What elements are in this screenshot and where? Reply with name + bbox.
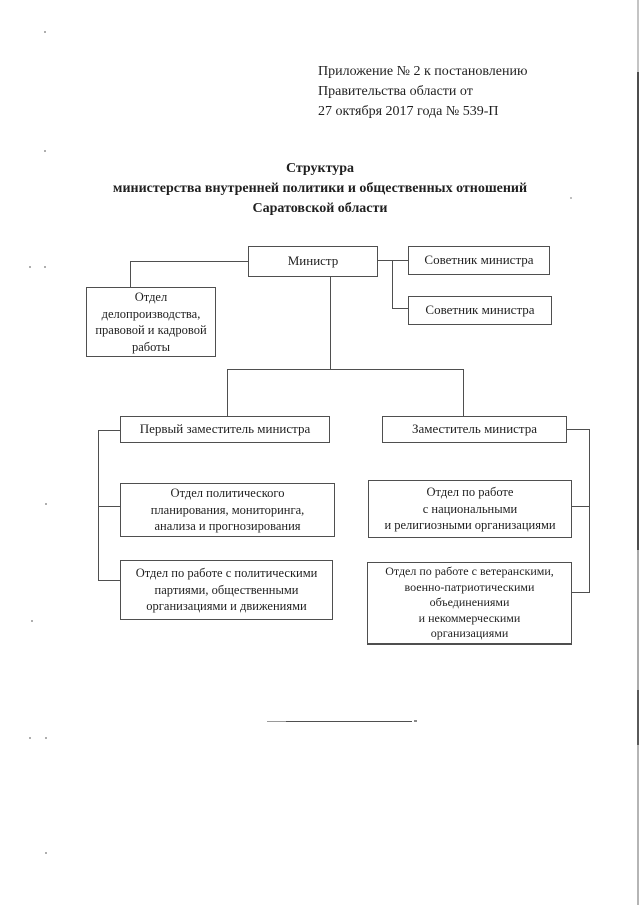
footer-separator-tick <box>414 720 417 722</box>
document-header: Приложение № 2 к постановлению Правитель… <box>318 62 527 122</box>
org-node-label: Министр <box>287 253 339 269</box>
org-node-deputy: Заместитель министра <box>382 416 567 443</box>
connector-deputies-h <box>227 369 464 370</box>
org-node-label: Первый заместитель министра <box>139 421 311 437</box>
footer-separator-line <box>286 721 412 722</box>
header-line: 27 октября 2017 года № 539-П <box>318 104 499 119</box>
page-scan-edge <box>637 72 639 550</box>
org-node-label: Отдел по работе с политическими партиями… <box>135 566 318 614</box>
connector-left-stub1-h <box>98 506 120 507</box>
page-scan-edge <box>637 550 639 690</box>
org-node-political-planning-office: Отдел политического планирования, монито… <box>120 483 335 537</box>
scan-noise-dot <box>45 852 47 854</box>
connector-minister-records-h <box>130 261 248 262</box>
scan-noise-dot <box>31 620 33 622</box>
header-line: Правительства области от <box>318 84 473 99</box>
org-node-label: Отдел делопроизводства, правовой и кадро… <box>95 290 207 354</box>
scan-noise-dot <box>45 503 47 505</box>
connector-left-bracket-v <box>98 430 99 581</box>
scan-noise-dot <box>44 31 46 33</box>
scan-noise-dot <box>44 266 46 268</box>
connector-deputy-drop-v <box>463 369 464 416</box>
scan-noise-dot <box>44 150 46 152</box>
connector-first-deputy-drop-v <box>227 369 228 416</box>
connector-right-stub1-h <box>572 506 589 507</box>
connector-right-bracket-top-h <box>567 429 590 430</box>
org-node-label: Отдел по работе с национальными и религи… <box>384 485 556 533</box>
title-line: Саратовской области <box>252 201 388 216</box>
org-node-minister: Министр <box>248 246 378 277</box>
connector-right-stub2-h <box>572 592 589 593</box>
page-scan-edge <box>637 0 639 72</box>
org-node-political-parties-office: Отдел по работе с политическими партиями… <box>120 560 333 620</box>
page-scan-edge <box>637 745 639 905</box>
scan-noise-dot <box>570 197 572 199</box>
page-scan-edge <box>637 690 639 745</box>
org-node-label: Отдел политического планирования, монито… <box>150 486 305 534</box>
connector-minister-drop-v <box>330 276 331 369</box>
scan-noise-dot <box>29 266 31 268</box>
connector-left-bracket-top-h <box>98 430 120 431</box>
org-node-label: Советник министра <box>424 252 534 268</box>
org-node-veterans-office: Отдел по работе с ветеранскими, военно-п… <box>367 562 572 645</box>
org-node-advisor-1: Советник министра <box>408 246 550 275</box>
connector-right-bracket-v <box>589 429 590 593</box>
scan-noise-dot <box>45 737 47 739</box>
org-node-first-deputy: Первый заместитель министра <box>120 416 330 443</box>
scan-noise-dot <box>29 737 31 739</box>
title-line: Структура <box>285 161 355 176</box>
connector-minister-records-v <box>130 261 131 287</box>
org-node-records-office: Отдел делопроизводства, правовой и кадро… <box>86 287 216 357</box>
connector-advisors-v <box>392 260 393 309</box>
org-node-label: Советник министра <box>425 302 535 318</box>
connector-minister-advisor2-h <box>392 308 408 309</box>
org-node-label: Отдел по работе с ветеранскими, военно-п… <box>385 564 554 641</box>
header-line: Приложение № 2 к постановлению <box>318 64 528 79</box>
document-title: Структура министерства внутренней полити… <box>0 159 640 219</box>
connector-left-stub2-h <box>98 580 120 581</box>
footer-separator-cap <box>267 721 286 722</box>
org-node-national-religious-office: Отдел по работе с национальными и религи… <box>368 480 572 538</box>
org-node-advisor-2: Советник министра <box>408 296 552 325</box>
org-node-label: Заместитель министра <box>411 421 538 437</box>
title-line: министерства внутренней политики и общес… <box>112 181 528 196</box>
